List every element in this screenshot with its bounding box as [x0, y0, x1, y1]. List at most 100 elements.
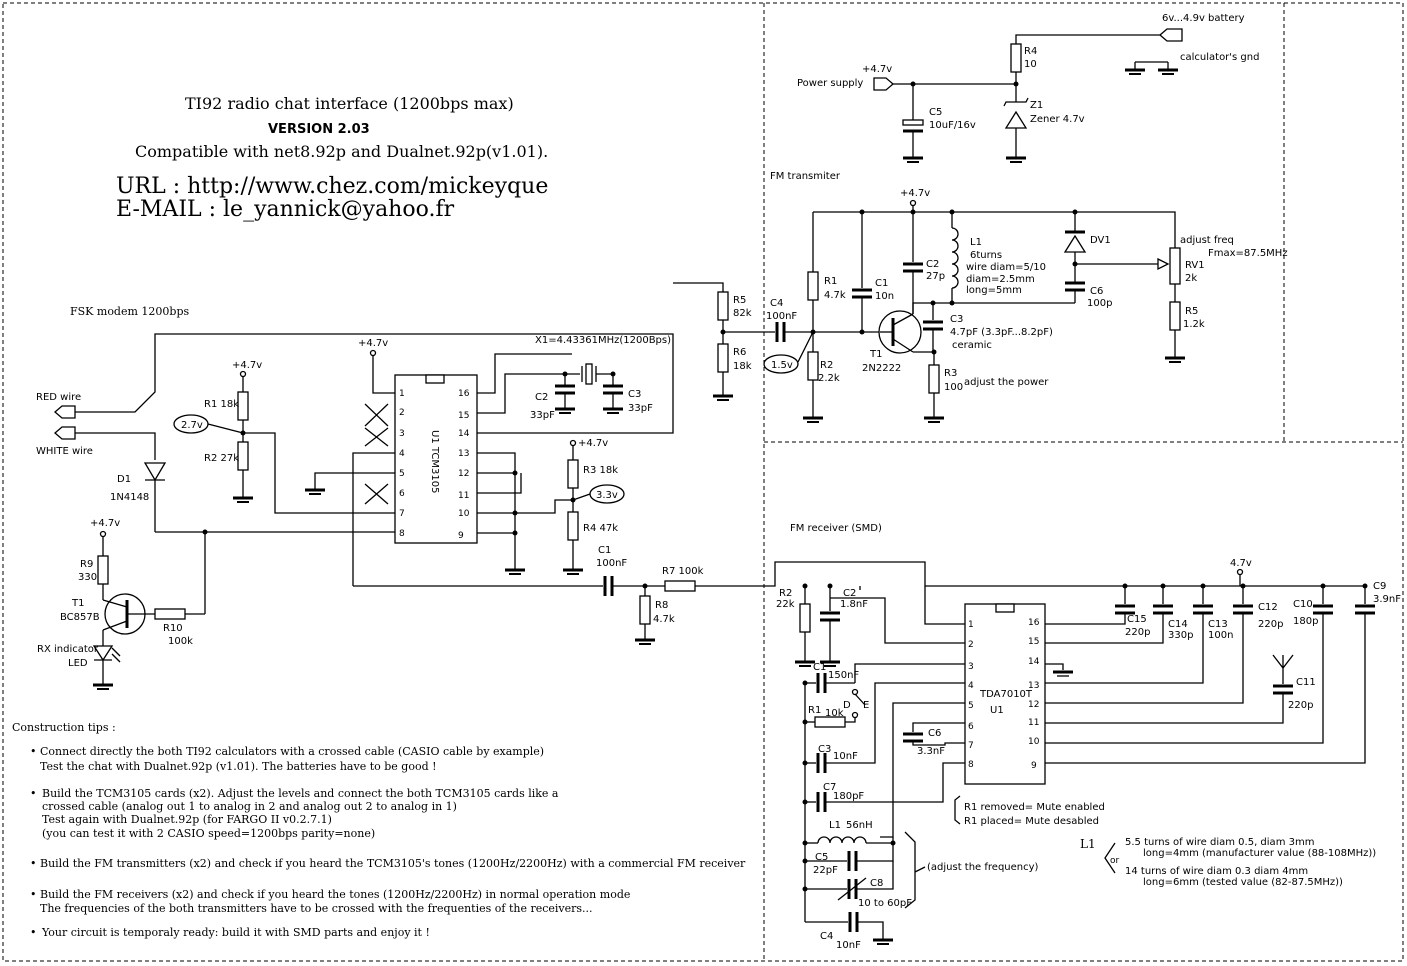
battery-connector [1159, 28, 1183, 42]
svg-text:9: 9 [458, 531, 464, 541]
rx-c8-label: C8 [870, 878, 883, 889]
tx-r5b-label: R5 [1185, 306, 1198, 317]
r1-resistor [237, 391, 249, 421]
svg-text:4: 4 [968, 681, 974, 691]
tx-r6-value: 18k [733, 361, 752, 372]
tx-r5-resistor [717, 291, 729, 321]
tx-r5b-value: 1.2k [1183, 319, 1205, 330]
r2-label: R2 27k [204, 453, 239, 464]
rx-c2-value: 1.8nF [840, 599, 868, 610]
divider-vcc: +4.7v [232, 360, 262, 371]
battery-label: 6v...4.9v battery [1162, 13, 1245, 24]
tda7010t-label: TDA7010T [979, 689, 1033, 700]
tip-3: • Build the FM transmitters (x2) and che… [30, 857, 746, 870]
svg-text:(you can test it with 2 CASIO: (you can test it with 2 CASIO speed=1200… [42, 827, 375, 840]
v33-text: 3.3v [596, 490, 618, 501]
z1-value: Zener 4.7v [1030, 114, 1085, 125]
tx-r3-resistor [928, 364, 940, 394]
tx-t1-label: T1 [869, 349, 882, 360]
tx-c6-value: 100p [1087, 298, 1112, 309]
tx-c2-value: 27p [926, 271, 945, 282]
tx-c3-label: C3 [950, 314, 963, 325]
r1-label: R1 18k [204, 399, 239, 410]
c5-label: C5 [929, 107, 942, 118]
rx-c6-value: 3.3nF [917, 746, 945, 757]
svg-text:12: 12 [458, 469, 469, 479]
led-caption: RX indicator [37, 644, 99, 655]
tx-r3-label: R3 [944, 368, 957, 379]
rx-vcc: 4.7v [1230, 558, 1252, 569]
rx-c1-label: C1 [813, 662, 826, 673]
tx-t1-value: 2N2222 [862, 363, 901, 374]
rx-r2-value: 22k [776, 599, 795, 610]
tx-r2-value: 2.2k [818, 373, 840, 384]
rx-c4-value: 10nF [836, 940, 861, 951]
svg-text:•: • [30, 857, 37, 870]
rx-l1-coil [817, 836, 867, 844]
rx-c15-value: 220p [1125, 627, 1150, 638]
z1-label: Z1 [1030, 100, 1043, 111]
t1-value: BC857B [60, 612, 100, 623]
tx-c6-label: C6 [1090, 286, 1103, 297]
r10-resistor [154, 608, 186, 620]
c3-value: 33pF [628, 403, 653, 414]
t1-label: T1 [71, 598, 84, 609]
tcm3105-pins: 1 2 3 4 5 6 7 8 16 15 14 13 12 11 10 9 [399, 389, 470, 541]
adjust-power-label: adjust the power [964, 377, 1049, 388]
svg-text:1: 1 [399, 389, 405, 399]
svg-text:3: 3 [399, 429, 405, 439]
svg-text:15: 15 [458, 411, 469, 421]
switch-d-label: D [843, 700, 851, 711]
tx-l1-wire: wire diam=5/10 [966, 262, 1046, 273]
tx-c3-value: 4.7pF (3.3pF...8.2pF) [950, 327, 1053, 338]
svg-text:8: 8 [968, 760, 974, 770]
rx-c8-value: 10 to 60pF [858, 898, 912, 909]
switch-e-label: E [863, 700, 869, 711]
svg-text:1: 1 [968, 620, 974, 630]
rx-r2-resistor [799, 603, 811, 633]
tx-c4-label: C4 [770, 298, 783, 309]
r3-resistor [567, 459, 579, 489]
tx-c3-type: ceramic [952, 340, 992, 351]
tx-l1-turns: 6turns [970, 250, 1002, 261]
antenna-icon [1272, 654, 1294, 684]
tips-title: Construction tips : [12, 721, 116, 734]
fmax-label: Fmax=87.5MHz [1208, 248, 1288, 259]
rx-c12-value: 220p [1258, 619, 1283, 630]
tx-r6-resistor [717, 343, 729, 373]
tx-r3-value: 100 [944, 382, 963, 393]
c8-trim-arrow [837, 877, 867, 901]
rv1-potentiometer [1169, 247, 1181, 285]
svg-text:Connect directly the both TI92: Connect directly the both TI92 calculato… [40, 745, 544, 758]
r3r4-vcc: +4.7v [578, 438, 608, 449]
construction-tips: Construction tips : • Connect directly t… [12, 721, 746, 939]
l1-note-b2: long=6mm (tested value (82-87.5MHz)) [1143, 877, 1343, 888]
svg-text:14: 14 [458, 429, 470, 439]
svg-text:10: 10 [458, 509, 470, 519]
rx-c11-label: C11 [1296, 677, 1316, 688]
svg-text:13: 13 [1028, 681, 1039, 691]
power-supply: 6v...4.9v battery R4 10 +4.7v Power supp… [797, 13, 1259, 164]
power-supply-connector [873, 77, 894, 91]
rx-l1-label: L1 [829, 820, 841, 831]
c3-label: C3 [628, 389, 641, 400]
tip-4: • Build the FM receivers (x2) and check … [30, 888, 630, 915]
tx-vcc: +4.7v [900, 188, 930, 199]
mute-note-2: R1 placed= Mute desabled [964, 816, 1099, 827]
svg-text:Your circuit is temporaly read: Your circuit is temporaly ready: build i… [41, 926, 430, 939]
rx-c15-label: C15 [1127, 614, 1147, 625]
tx-r1-resistor [807, 271, 819, 301]
svg-text:11: 11 [1028, 718, 1039, 728]
tx-r1-label: R1 [824, 276, 837, 287]
svg-text:Test again with Dualnet.92p (f: Test again with Dualnet.92p (for FARGO I… [42, 813, 332, 826]
tx-t1-transistor [878, 310, 922, 354]
r10-label: R10 [163, 623, 183, 634]
red-wire-connector [54, 405, 76, 419]
r2-resistor [237, 441, 249, 471]
tx-l1-long: long=5mm [966, 285, 1022, 296]
r10-value: 100k [168, 636, 193, 647]
white-wire-connector [54, 426, 76, 440]
dv1-varicap [1063, 234, 1087, 253]
rx-c3-label: C3 [818, 744, 831, 755]
